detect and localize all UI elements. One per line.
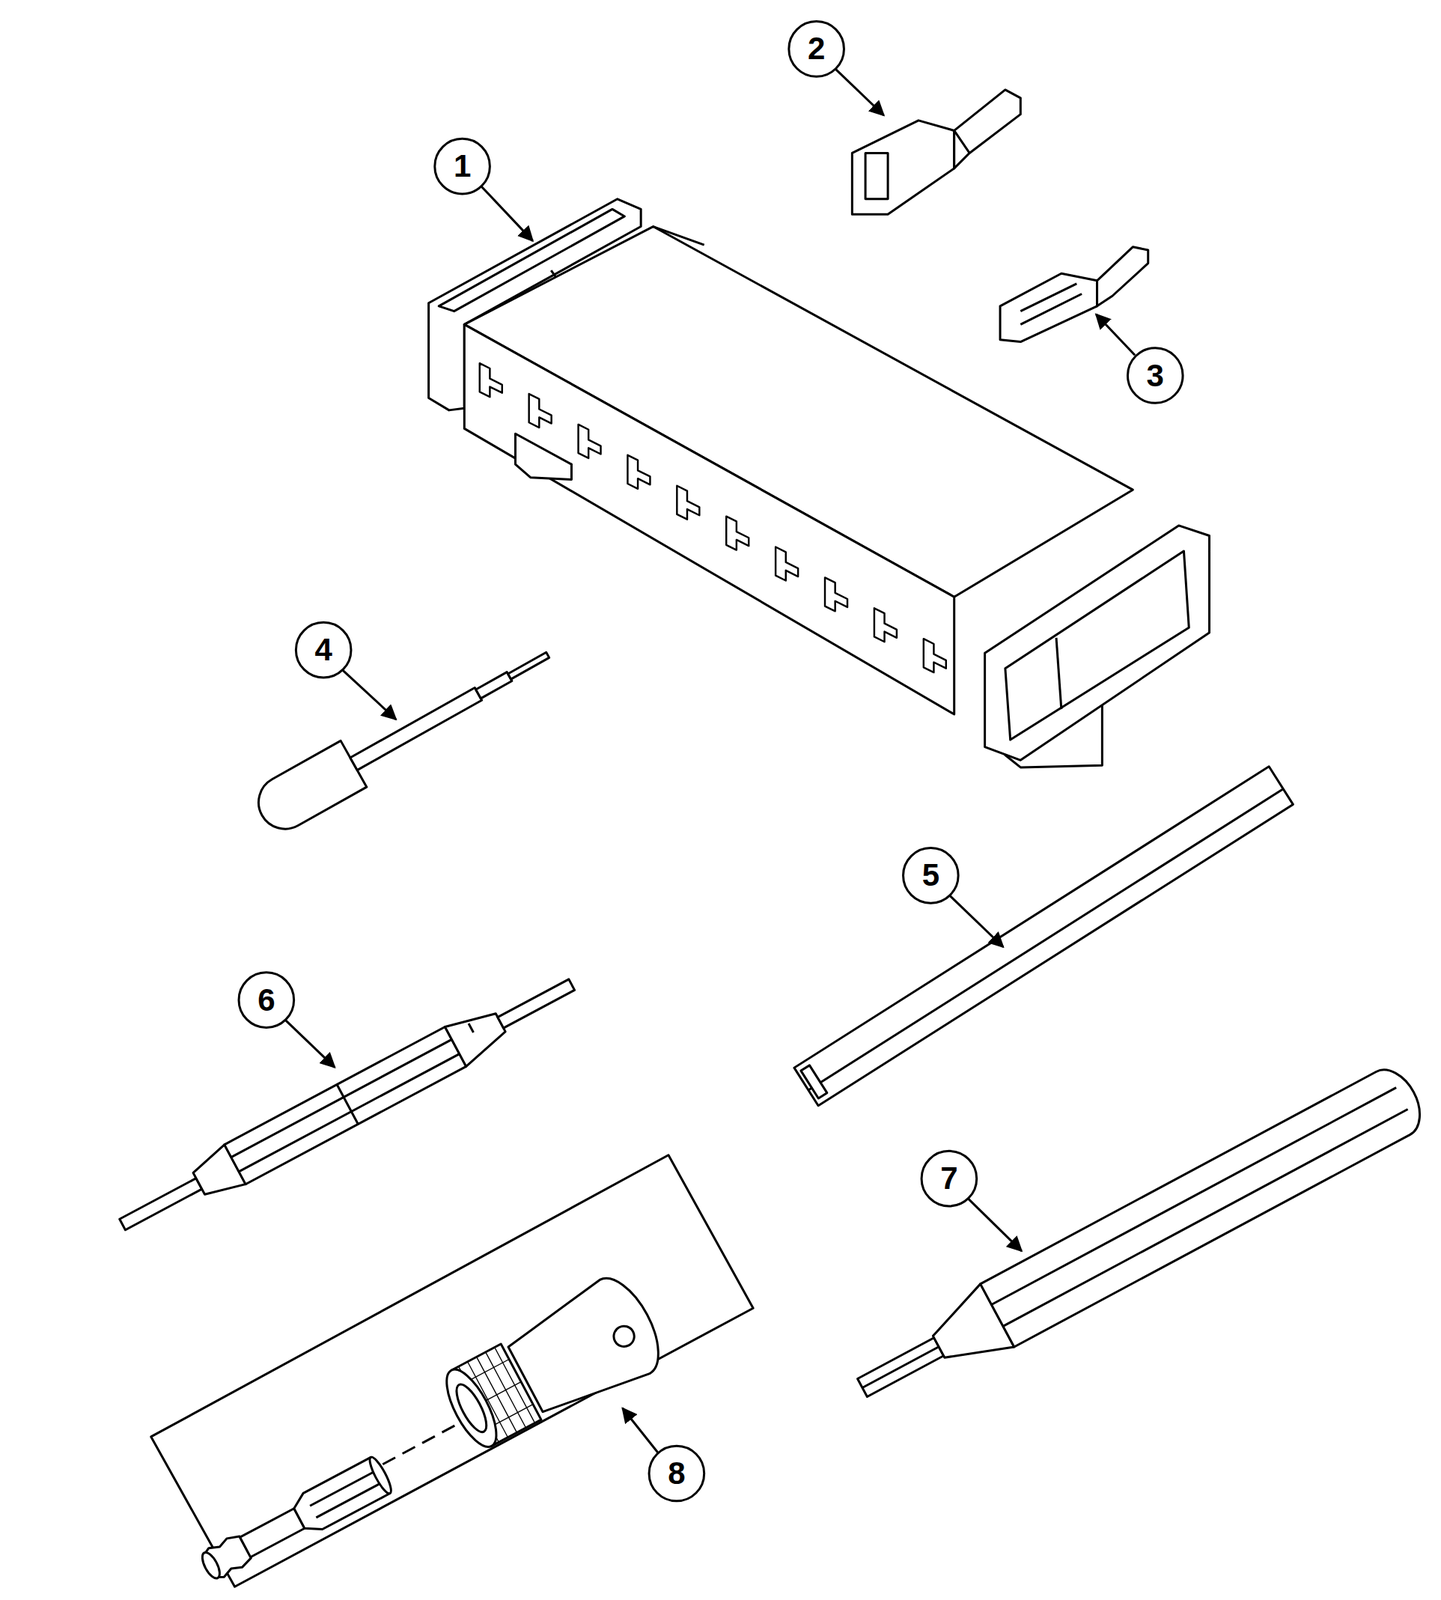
terminal-small	[1000, 247, 1149, 343]
hex-driver	[845, 1060, 1431, 1420]
terminal-slots	[479, 363, 947, 673]
square-tube	[794, 766, 1293, 1106]
callout-number: 5	[904, 848, 957, 902]
callout-number: 7	[922, 1152, 976, 1205]
callout-number: 8	[650, 1446, 703, 1500]
leader-lines	[285, 69, 1135, 1453]
insertion-tool	[111, 964, 582, 1245]
callout-number: 3	[1128, 349, 1182, 402]
connector-housing	[428, 199, 1210, 768]
callout-number: 6	[240, 973, 293, 1027]
callout-number: 2	[790, 22, 843, 75]
callout-number: 4	[297, 623, 350, 676]
bit-socket-set	[151, 1155, 754, 1587]
callout-circles	[238, 21, 1183, 1501]
pick-tool	[249, 631, 561, 839]
callout-number: 1	[436, 139, 489, 193]
